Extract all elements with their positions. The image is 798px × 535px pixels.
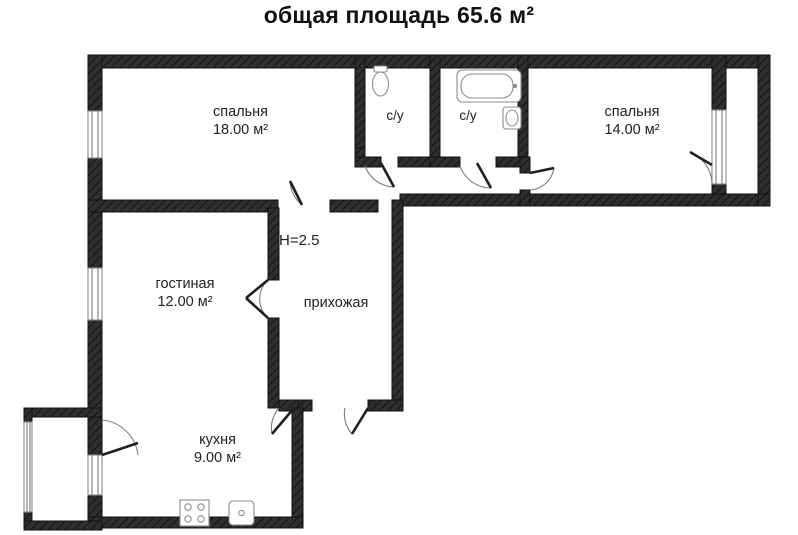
window-bedroom-right-balcony bbox=[711, 109, 727, 185]
wall-right-upper bbox=[711, 54, 727, 111]
room-name-bedroom-right: спальня bbox=[604, 104, 660, 120]
room-name-living-room: гостиная bbox=[155, 276, 215, 292]
wall-corridor-bedroom-right-2 bbox=[519, 189, 531, 207]
toilet-icon bbox=[371, 65, 390, 97]
room-area-kitchen: 9.00 м² bbox=[193, 449, 242, 466]
wall-living-hallway-bottom bbox=[267, 317, 280, 409]
room-name-kitchen: кухня bbox=[199, 432, 236, 448]
door-wc-left bbox=[364, 162, 396, 188]
wall-wc-left-bottom2 bbox=[397, 156, 435, 168]
room-label-living-room: гостиная 12.00 м² bbox=[105, 276, 265, 311]
door-wc-right bbox=[459, 162, 493, 189]
room-area-bedroom-left: 18.00 м² bbox=[212, 121, 269, 138]
wall-balcony-bottom bbox=[23, 520, 103, 531]
wall-right-outer-edge bbox=[757, 54, 771, 207]
room-name-hallway: прихожая bbox=[303, 295, 369, 311]
wall-left-upper bbox=[87, 54, 103, 112]
room-label-bedroom-right: спальня 14.00 м² bbox=[537, 104, 727, 139]
room-name-bedroom-left: спальня bbox=[212, 104, 269, 120]
window-kitchen bbox=[87, 454, 103, 496]
door-balcony-kitchen bbox=[101, 419, 139, 457]
wall-kitchen-right bbox=[291, 407, 304, 529]
wall-wc-right-bottom bbox=[429, 156, 461, 168]
room-label-wc-right: с/у bbox=[433, 108, 503, 124]
room-name-wc-right: с/у bbox=[459, 108, 477, 123]
wall-bottom-right-block bbox=[399, 193, 759, 207]
room-name-wc-left: с/у bbox=[386, 108, 404, 123]
door-living-room bbox=[245, 278, 269, 319]
wall-left-middle bbox=[87, 157, 103, 269]
wall-top-outer bbox=[87, 54, 771, 69]
door-kitchen bbox=[270, 407, 295, 435]
door-bedroom-right bbox=[529, 166, 555, 191]
wall-hallway-bottom-right bbox=[367, 399, 404, 412]
room-area-bedroom-right: 14.00 м² bbox=[604, 121, 660, 138]
stove-icon bbox=[179, 499, 210, 527]
doors-group bbox=[101, 150, 713, 457]
room-label-bedroom-left: спальня 18.00 м² bbox=[148, 104, 333, 139]
wall-living-hallway-top bbox=[267, 207, 280, 281]
wall-wc-left-bottom bbox=[354, 156, 382, 168]
washbasin-icon bbox=[502, 106, 522, 130]
wall-left-lower bbox=[87, 319, 103, 416]
wall-corridor-bedroom-right bbox=[519, 156, 531, 174]
wall-balcony-top bbox=[23, 407, 103, 418]
window-bedroom-left bbox=[87, 110, 103, 159]
kitchen-sink-icon bbox=[228, 500, 255, 526]
room-area-living-room: 12.00 м² bbox=[157, 293, 213, 310]
door-bedroom-left bbox=[288, 180, 304, 206]
wall-bottom-left-bedroom bbox=[87, 199, 279, 213]
door-balcony-right bbox=[689, 150, 713, 185]
walls-group bbox=[23, 54, 771, 531]
page-title: общая площадь 65.6 м² bbox=[263, 2, 535, 28]
room-label-hallway: прихожая bbox=[281, 295, 391, 313]
bathtub-icon bbox=[456, 69, 522, 103]
room-label-wc-left: с/у bbox=[360, 108, 430, 124]
room-label-kitchen: кухня 9.00 м² bbox=[140, 432, 295, 467]
wall-hallway-right bbox=[391, 199, 404, 411]
wall-partition-bedroom-wc bbox=[354, 54, 366, 151]
wall-bottom-bedroom-right-part bbox=[329, 199, 379, 213]
fixtures-group bbox=[179, 65, 522, 527]
windows-group bbox=[23, 109, 727, 513]
wall-hallway-bottom-mid bbox=[297, 399, 313, 412]
window-living-room bbox=[87, 267, 103, 321]
window-balcony-left bbox=[23, 421, 33, 513]
wall-balcony-left-top bbox=[23, 407, 33, 423]
door-hallway-exit bbox=[343, 407, 370, 435]
ceiling-height-label: H=2.5 bbox=[279, 232, 320, 249]
